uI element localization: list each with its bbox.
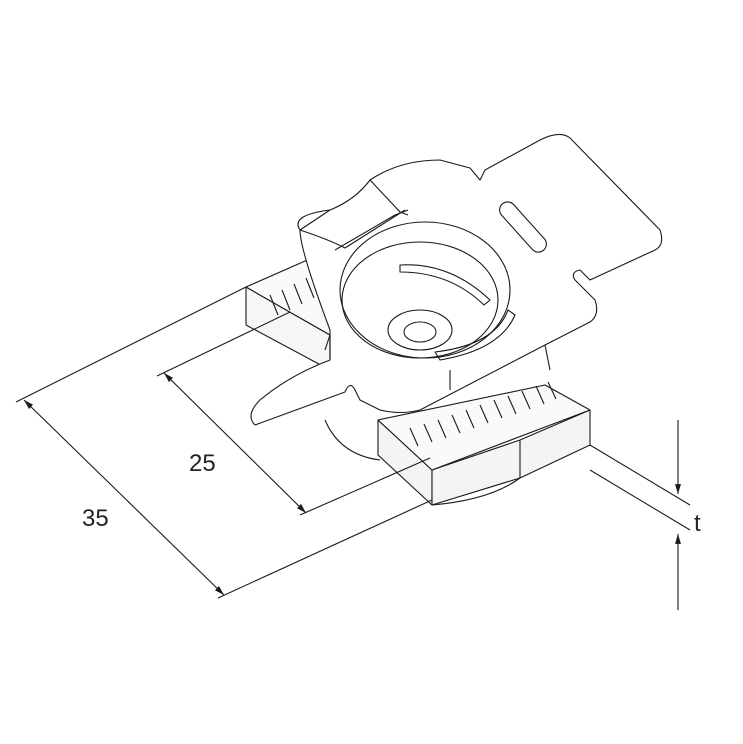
dimension-35: [15, 286, 433, 599]
dimension-label-25: 25: [189, 450, 216, 477]
dimension-25: [156, 311, 431, 516]
dimension-label-t: t: [694, 510, 701, 537]
teeth: [269, 271, 557, 447]
dimension-label-35: 35: [82, 505, 109, 532]
top-plate: [250, 133, 663, 426]
dimension-t: [589, 420, 691, 610]
